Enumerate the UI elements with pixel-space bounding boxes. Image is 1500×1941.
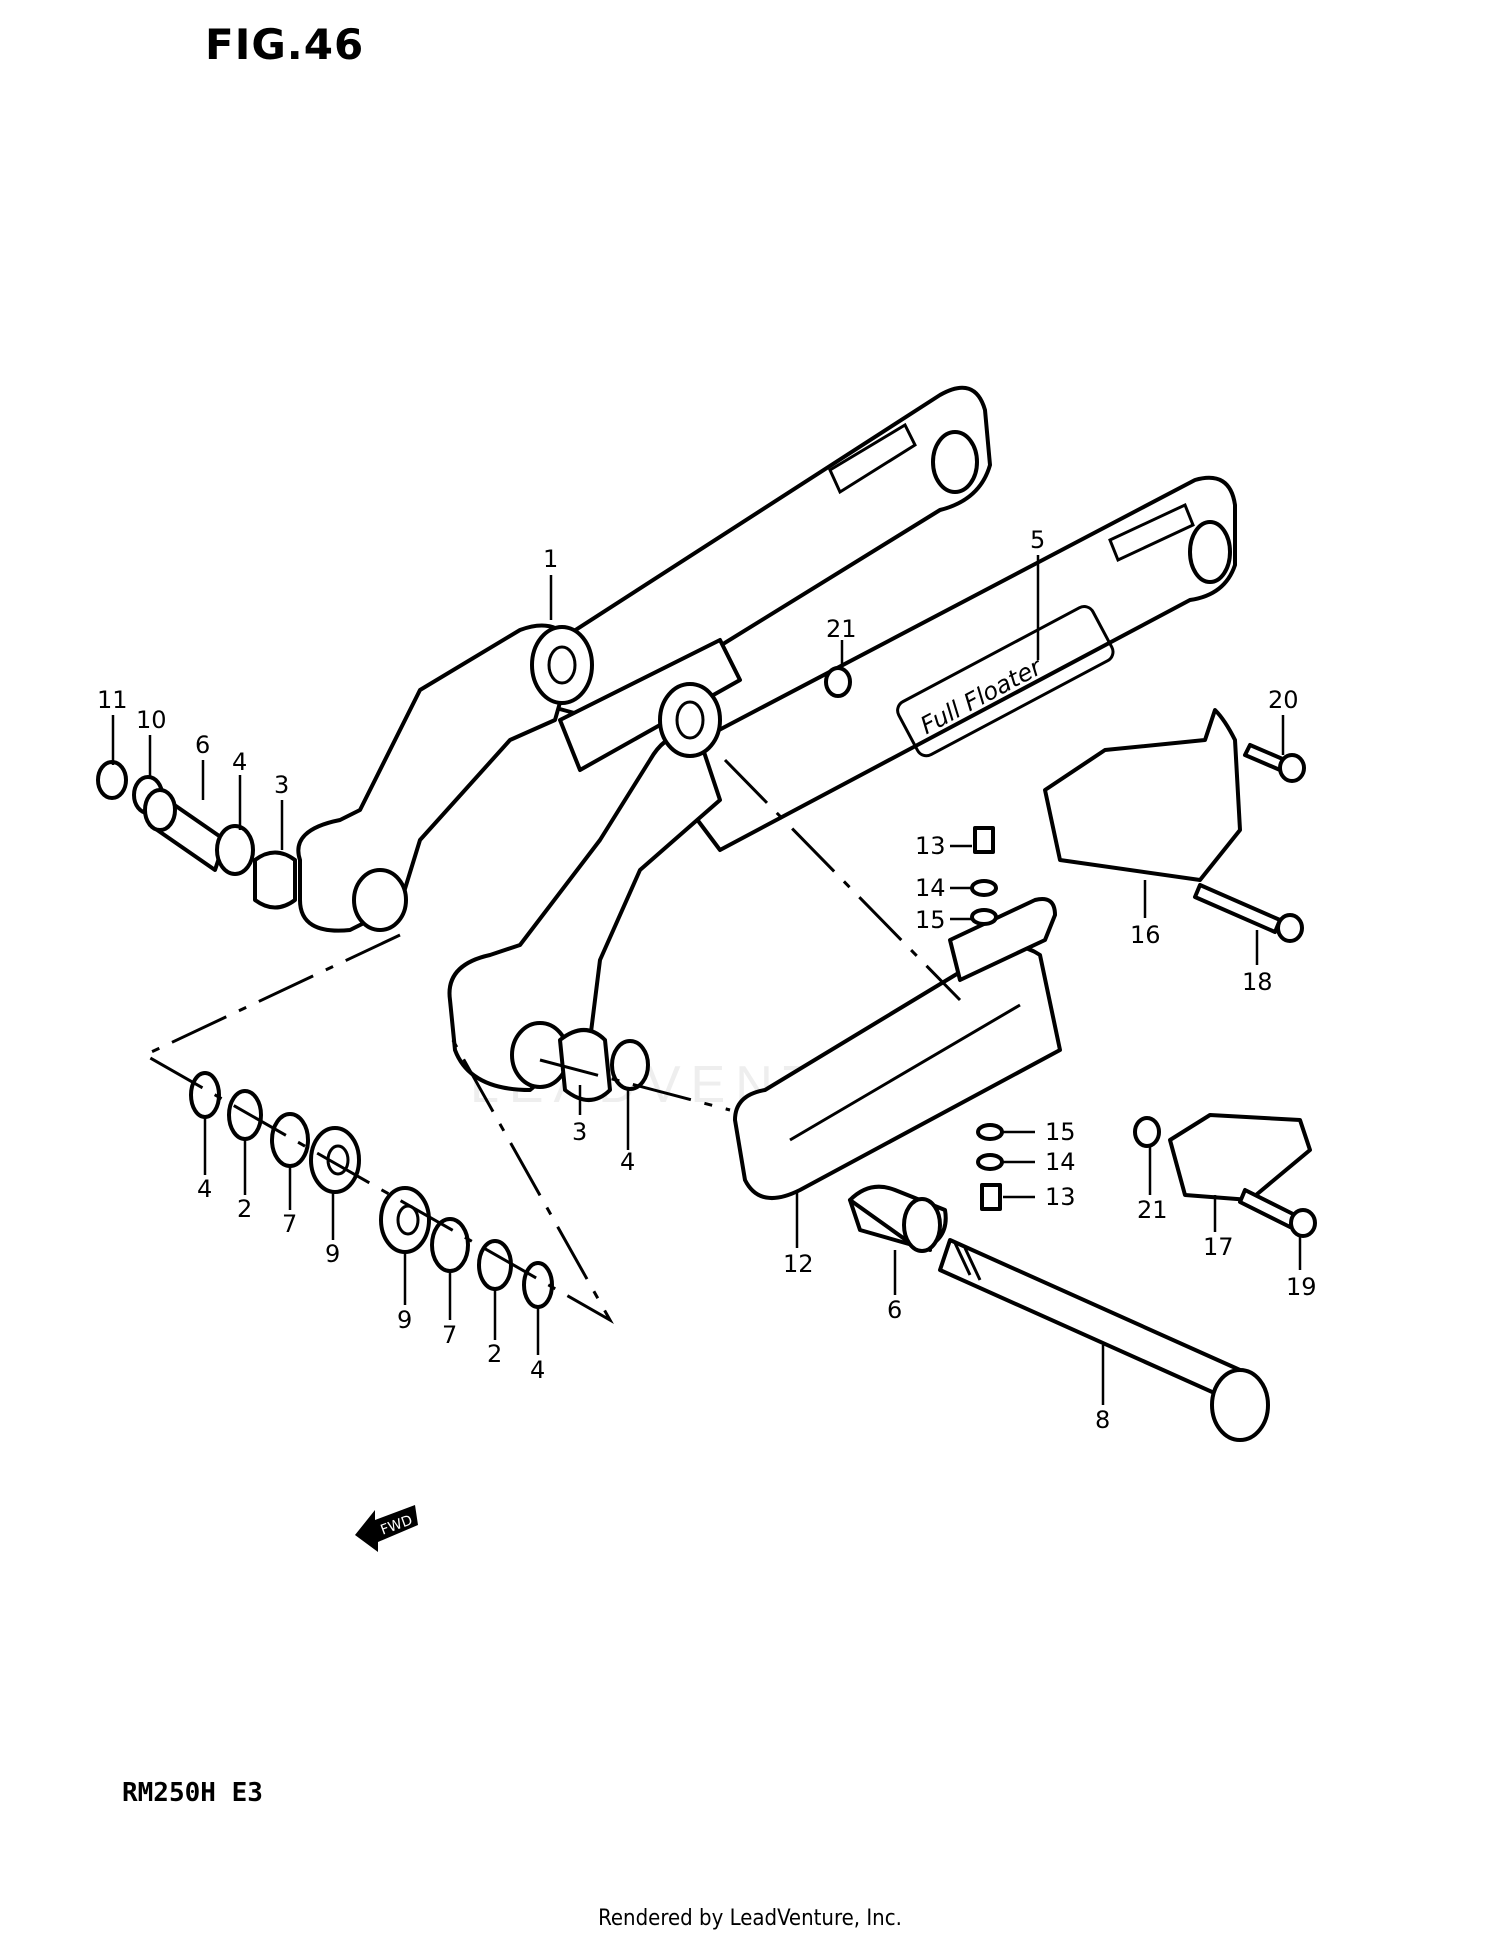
callout-17: 17 (1203, 1233, 1234, 1261)
callout-4: 4 (197, 1175, 212, 1203)
callout-9: 9 (325, 1240, 340, 1268)
callout-20: 20 (1268, 686, 1299, 714)
callout-6: 6 (195, 731, 210, 759)
collar-left (143, 788, 177, 832)
callout-3: 3 (274, 771, 289, 799)
callout-14: 14 (915, 874, 946, 902)
swingarm-pivot-left-bore (352, 868, 408, 932)
fwd-label: FWD (379, 1512, 415, 1538)
swingarm-right-upper-mount (658, 682, 722, 758)
callout-7: 7 (282, 1210, 297, 1238)
callout-15: 15 (1045, 1118, 1076, 1146)
fwd-arrow-icon: FWD (355, 1505, 418, 1552)
footer-credit: Rendered by LeadVenture, Inc. (598, 1906, 902, 1931)
swingarm (296, 385, 992, 933)
callout-9: 9 (397, 1306, 412, 1334)
callout-15: 15 (915, 906, 946, 934)
callout-7: 7 (442, 1321, 457, 1349)
callout-13: 13 (915, 832, 946, 860)
seal-left (215, 824, 255, 876)
callout-5: 5 (1030, 526, 1045, 554)
callout-6: 6 (887, 1296, 902, 1324)
chain-guard-bracket (1043, 708, 1242, 882)
left-pivot-hardware (96, 760, 297, 910)
callout-14: 14 (1045, 1148, 1076, 1176)
callout-10: 10 (136, 706, 167, 734)
swingarm-left-axle-slot (931, 430, 979, 494)
callout-21: 21 (826, 615, 857, 643)
bearing-left (253, 850, 297, 910)
callout-12: 12 (783, 1250, 814, 1278)
callout-4: 4 (620, 1148, 635, 1176)
callout-4: 4 (232, 748, 247, 776)
leader-lines (111, 555, 1302, 1405)
pivot-shaft (938, 1238, 1270, 1442)
callout-2: 2 (487, 1340, 502, 1368)
bearing-right (558, 1028, 612, 1102)
chain-slider (733, 897, 1062, 1200)
bracket (1168, 1113, 1312, 1202)
callout-3: 3 (572, 1118, 587, 1146)
callout-4: 4 (530, 1356, 545, 1384)
lower-left-exploded-group (189, 1071, 361, 1194)
seal-right (610, 1039, 650, 1091)
swingarm-right-arm: Full Floater (447, 475, 1237, 1092)
nut (96, 760, 128, 800)
callout-2: 2 (237, 1195, 252, 1223)
swingarm-left-arm (543, 385, 992, 722)
model-label: RM250H E3 (122, 1778, 263, 1808)
fasteners (824, 666, 1317, 1238)
callout-16: 16 (1130, 921, 1161, 949)
callout-13: 13 (1045, 1183, 1076, 1211)
figure-title: FIG.46 (205, 20, 365, 69)
callout-8: 8 (1095, 1406, 1110, 1434)
callout-21: 21 (1137, 1196, 1168, 1224)
swingarm-right-axle-slot (1188, 520, 1232, 584)
callout-19: 19 (1286, 1273, 1317, 1301)
swingarm-left-upper-mount (530, 625, 594, 705)
right-pivot-hardware (558, 1028, 650, 1102)
callouts: 1 5 21 11 10 6 4 3 20 13 14 15 16 18 3 4… (97, 526, 1317, 1434)
collar (848, 1184, 948, 1253)
callout-11: 11 (97, 686, 128, 714)
lower-right-exploded-group (379, 1186, 554, 1309)
swingarm-cross-member (558, 638, 742, 772)
callout-1: 1 (543, 545, 558, 573)
callout-18: 18 (1242, 968, 1273, 996)
assembly-lines (141, 758, 962, 1324)
